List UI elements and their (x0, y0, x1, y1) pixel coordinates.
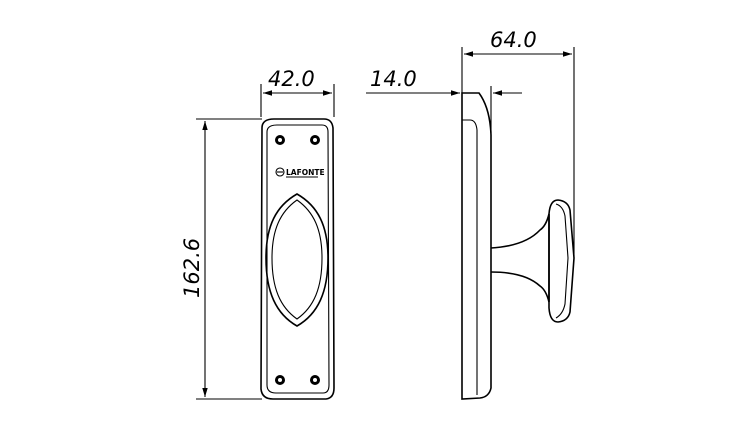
dimension-total-depth-label: 64.0 (490, 28, 537, 52)
side-plate-outline (461, 92, 492, 400)
brand-logo: LAFONTE (275, 167, 325, 178)
dimension-plate-width: 42.0 (260, 67, 335, 117)
screw-bottom-left (275, 375, 285, 385)
dimension-plate-height-label: 162.6 (180, 238, 204, 298)
brand-logo-icon (275, 167, 285, 177)
plate-outline (260, 118, 335, 400)
knob-oval-outer (265, 193, 329, 327)
plate-bevel (266, 124, 330, 394)
screw-bottom-right (310, 375, 320, 385)
handle-stem (490, 213, 550, 303)
dimension-plate-thickness: 14.0 (366, 67, 522, 133)
dimension-total-depth: 64.0 (461, 28, 575, 256)
side-view (461, 92, 575, 400)
handle-knob (548, 199, 575, 323)
brand-logo-text: LAFONTE (286, 168, 325, 177)
dimension-plate-width-label: 42.0 (268, 67, 315, 91)
handle-knob-edge (555, 203, 569, 319)
knob-oval-inner (271, 199, 323, 320)
front-view: LAFONTE (260, 118, 335, 400)
dimension-plate-thickness-label: 14.0 (370, 67, 417, 91)
side-plate-bevel (462, 119, 478, 395)
dimension-plate-height: 162.6 (180, 118, 262, 400)
screw-top-left (275, 135, 285, 145)
screw-top-right (310, 135, 320, 145)
